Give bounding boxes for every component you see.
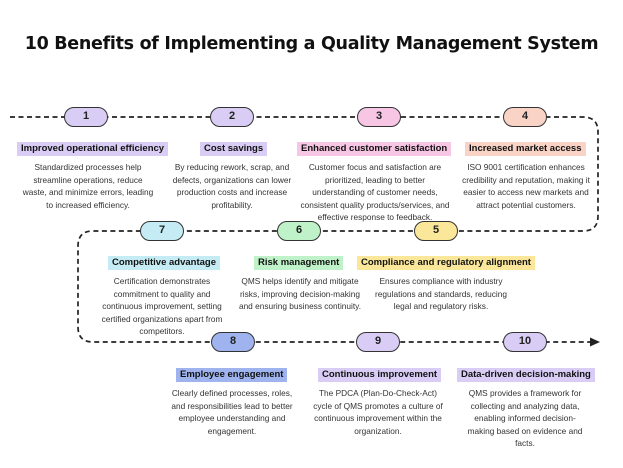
step-number-4: 4 [503,107,547,127]
benefit-title-2: Cost savings [200,142,268,156]
page-title: 10 Benefits of Implementing a Quality Ma… [24,34,599,54]
benefit-title-3: Enhanced customer satisfaction [297,142,452,156]
step-number-9: 9 [356,332,400,352]
benefit-description-8: Clearly defined processes, roles, and re… [171,388,293,436]
step-number-5: 5 [414,221,458,241]
benefit-description-2: By reducing rework, scrap, and defects, … [172,162,292,210]
benefit-title-1: Improved operational efficiency [17,142,169,156]
benefit-title-4: Increased market access [465,142,586,156]
benefit-description-5: Ensures compliance with industry regulat… [375,276,507,311]
benefit-title-8: Employee engagement [176,368,288,382]
benefit-title-6: Risk management [254,256,344,270]
benefit-description-10: QMS provides a framework for collecting … [467,388,583,448]
benefit-description-9: The PDCA (Plan-Do-Check-Act) cycle of QM… [313,388,443,436]
benefit-title-7: Competitive advantage [108,256,220,270]
step-number-3: 3 [357,107,401,127]
step-number-8: 8 [211,332,255,352]
step-number-1: 1 [64,107,108,127]
benefit-description-3: Customer focus and satisfaction are prio… [300,162,450,222]
benefit-description-7: Certification demonstrates commitment to… [101,276,223,336]
benefit-title-10: Data-driven decision-making [457,368,595,382]
flow-arrowhead [590,337,600,347]
benefit-description-1: Standardized processes help streamline o… [22,162,154,210]
benefit-description-4: ISO 9001 certification enhances credibil… [462,162,590,210]
step-number-7: 7 [140,221,184,241]
step-number-6: 6 [277,221,321,241]
step-number-2: 2 [210,107,254,127]
step-number-10: 10 [503,332,547,352]
benefit-title-5: Compliance and regulatory alignment [357,256,535,270]
benefit-title-9: Continuous improvement [318,368,442,382]
benefit-description-6: QMS helps identify and mitigate risks, i… [238,276,362,311]
